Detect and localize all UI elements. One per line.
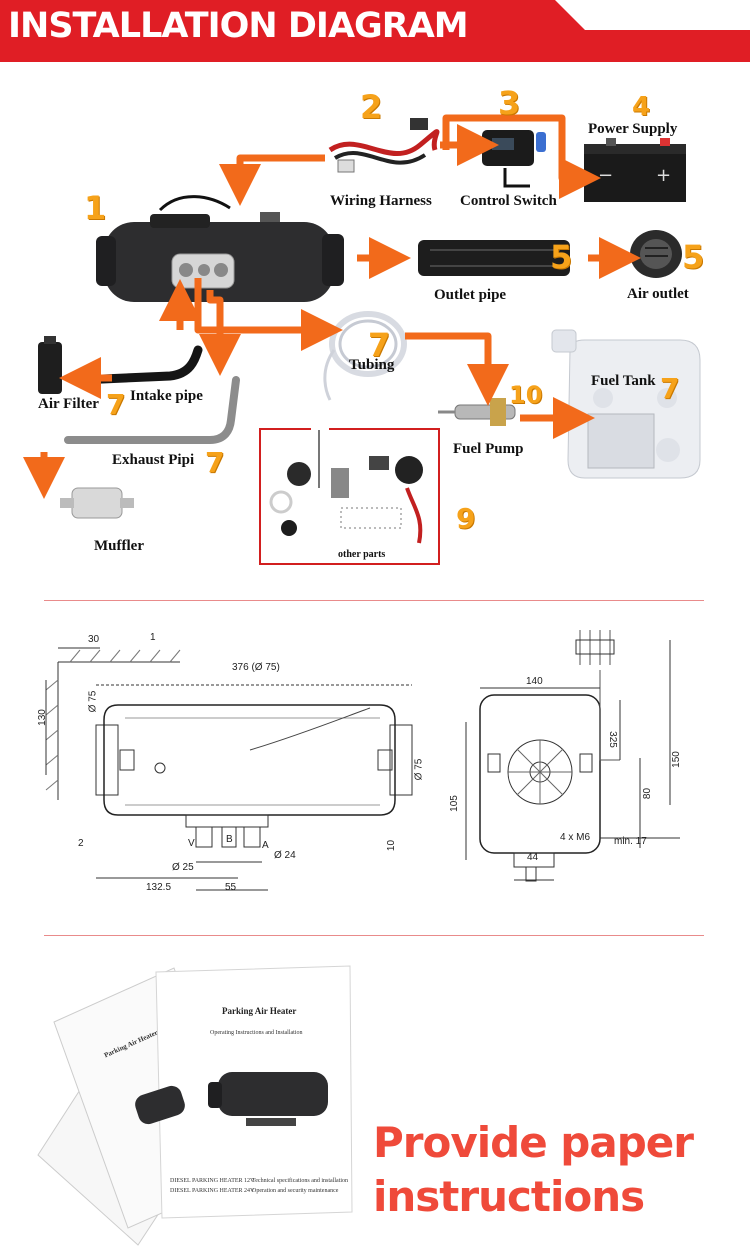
manual-footer-right-2: Operation and security maintenance xyxy=(252,1188,339,1194)
page-title: INSTALLATION DIAGRAM xyxy=(8,6,469,46)
manual-subtitle: Operating Instructions and Installation xyxy=(210,1030,303,1036)
wiring-harness-icon xyxy=(328,118,440,173)
number-10: 10 xyxy=(509,381,543,409)
number-5-outlet: 5 xyxy=(682,238,705,276)
arrow-harness-to-heater xyxy=(219,154,325,206)
other-parts-box xyxy=(259,428,440,565)
outlet-pipe-icon xyxy=(418,240,570,276)
label-power-supply: Power Supply xyxy=(588,121,678,137)
dim-d75-left: Ø 75 xyxy=(87,690,99,713)
dim-4xm6: 4 x M6 xyxy=(560,832,591,843)
callout-1: 1 xyxy=(150,632,156,643)
arrow-tubing-to-pump xyxy=(405,332,509,406)
dim-30: 30 xyxy=(88,634,100,645)
svg-text:+: + xyxy=(656,165,671,186)
number-7-exhaust: 7 xyxy=(205,446,225,479)
dim-376: 376 (Ø 75) xyxy=(232,662,280,673)
number-7-filter: 7 xyxy=(106,388,126,421)
provide-instructions-text: Provide paper instructions xyxy=(373,1116,694,1224)
port-b: B xyxy=(226,834,233,845)
manual-footer-left-2: DIESEL PARKING HEATER 24V xyxy=(170,1188,255,1194)
intake-pipe-icon xyxy=(75,345,203,385)
label-intake-pipe: Intake pipe xyxy=(130,388,203,404)
label-exhaust-pipe: Exhaust Pipi xyxy=(112,452,195,468)
dim-325: 325 xyxy=(606,731,618,748)
number-2: 2 xyxy=(360,88,383,126)
label-fuel-tank: Fuel Tank xyxy=(591,373,656,389)
number-4: 4 xyxy=(632,92,651,122)
dim-105: 105 xyxy=(448,795,460,812)
fuel-pump-icon xyxy=(438,398,516,426)
fuel-tank-icon xyxy=(551,329,701,479)
dim-10: 10 xyxy=(386,839,398,852)
divider-top xyxy=(44,600,704,601)
heater-unit-icon xyxy=(96,195,344,302)
port-a: A xyxy=(262,840,269,851)
callout-2: 2 xyxy=(78,838,84,849)
air-filter-icon xyxy=(38,336,62,394)
number-5-pipe: 5 xyxy=(550,238,573,276)
paper-manual-illustration xyxy=(37,965,353,1246)
installation-diagram: − + xyxy=(23,114,701,519)
air-outlet-icon xyxy=(630,230,682,278)
title-banner xyxy=(0,0,750,62)
label-control-switch: Control Switch xyxy=(460,193,557,209)
svg-text:−: − xyxy=(598,165,613,186)
number-9: 9 xyxy=(456,502,476,535)
dim-150: 150 xyxy=(670,751,682,768)
label-outlet-pipe: Outlet pipe xyxy=(434,287,507,303)
control-switch-icon xyxy=(482,130,546,188)
technical-drawing xyxy=(45,630,680,891)
manual-title: Parking Air Heater xyxy=(222,1006,297,1016)
number-1: 1 xyxy=(84,189,107,227)
cta-line-1: Provide paper xyxy=(373,1118,694,1167)
dim-min17: min. 17 xyxy=(614,836,647,847)
back-page-heater-icon xyxy=(135,1085,185,1125)
arrow-heater-to-intake xyxy=(199,290,241,376)
divider-bottom xyxy=(44,935,704,936)
port-v: V xyxy=(188,838,195,849)
label-muffler: Muffler xyxy=(94,538,144,554)
number-7-tank: 7 xyxy=(660,372,680,405)
dim-d24: Ø 24 xyxy=(274,850,296,861)
muffler-icon xyxy=(60,487,134,519)
label-wiring-harness: Wiring Harness xyxy=(330,193,432,209)
power-supply-battery-icon: − + xyxy=(584,138,686,202)
dim-80: 80 xyxy=(642,787,654,800)
dim-130: 130 xyxy=(36,709,48,726)
label-tubing: Tubing xyxy=(349,357,395,373)
manual-heater-icon xyxy=(208,1072,328,1126)
dim-55: 55 xyxy=(225,882,237,893)
manual-footer-right-1: Technical specifications and installatio… xyxy=(252,1178,349,1184)
label-fuel-pump: Fuel Pump xyxy=(453,441,524,457)
dim-132-5: 132.5 xyxy=(146,882,172,893)
dim-44: 44 xyxy=(527,852,539,863)
arrow-switch-to-battery xyxy=(442,114,601,199)
cta-line-2: instructions xyxy=(373,1172,645,1221)
dim-d25: Ø 25 xyxy=(172,862,194,873)
dim-140: 140 xyxy=(526,676,543,687)
label-air-filter: Air Filter xyxy=(38,396,99,412)
number-3: 3 xyxy=(498,84,521,122)
number-7-tubing: 7 xyxy=(368,326,391,364)
label-air-outlet: Air outlet xyxy=(627,286,689,302)
exhaust-pipe-icon xyxy=(64,376,240,444)
dim-d75-right: Ø 75 xyxy=(413,758,425,781)
label-other-parts: other parts xyxy=(338,549,386,560)
manual-footer-left-1: DIESEL PARKING HEATER 12V xyxy=(170,1178,255,1184)
